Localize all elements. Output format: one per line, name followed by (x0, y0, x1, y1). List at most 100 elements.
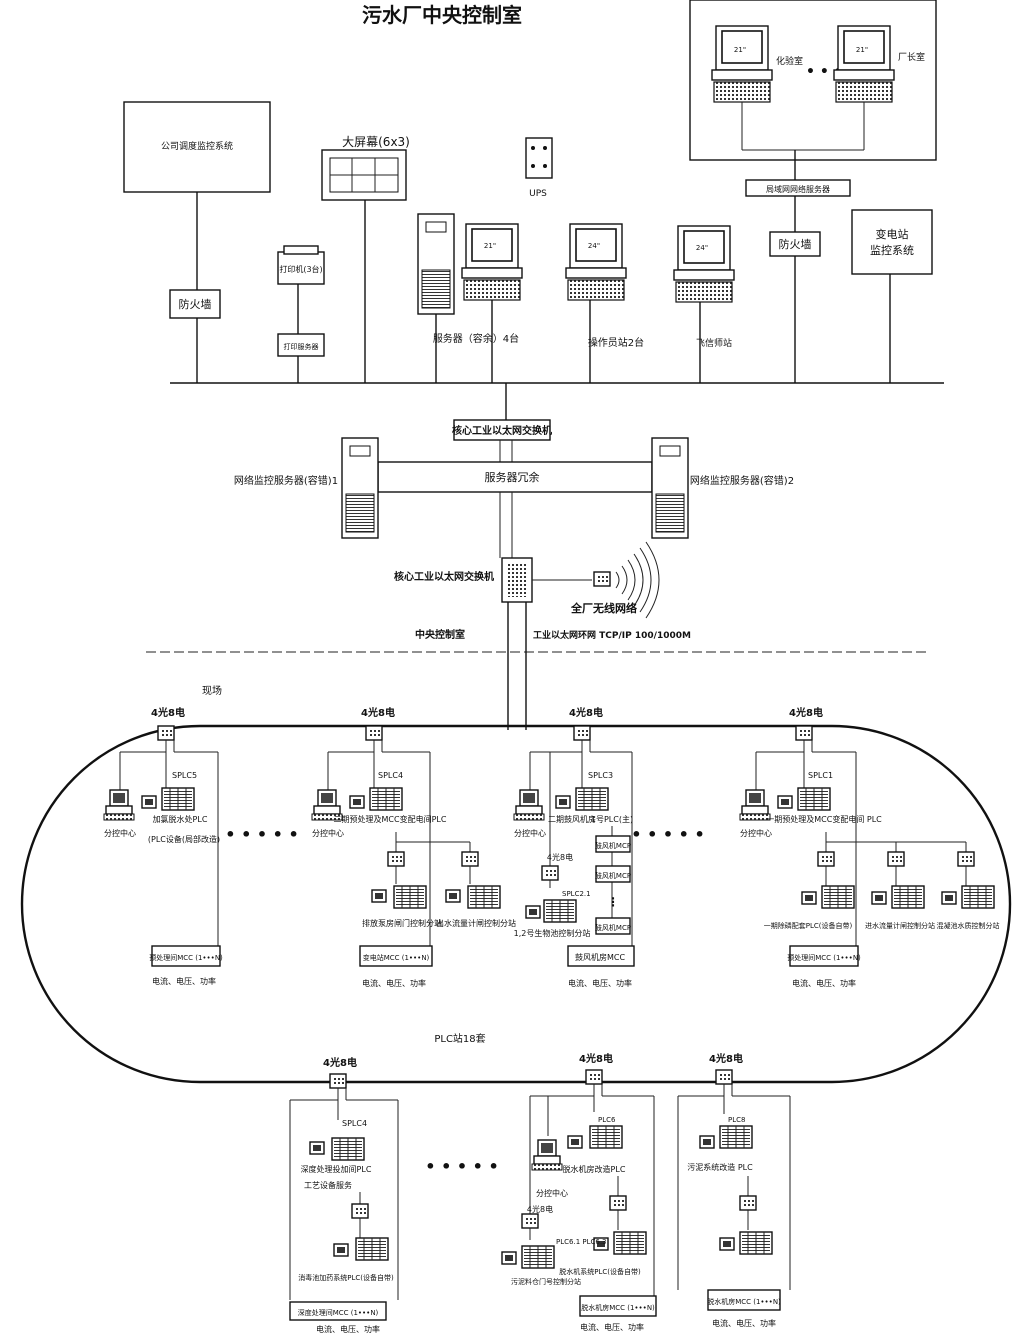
b2-power-label: 电流、电压、功率 (580, 1322, 644, 1332)
lan-server-label: 局域网网络服务器 (766, 184, 830, 194)
s1-mcc-label: 预处理间MCC (1•••N) (787, 953, 861, 962)
substation-label-1: 变电站 (876, 227, 909, 241)
fan-mcp-2-label: 鼓风机MCP (595, 871, 631, 880)
s4-mcc-label: 变电站MCC (1•••N) (363, 953, 430, 962)
ups-unit (525, 137, 553, 179)
s4-sub-1: 排放泵房闸门控制分站 (362, 918, 442, 928)
fiber-label: 4光8电 (151, 706, 185, 719)
fiber-label: 4光8电 (579, 1052, 613, 1065)
station-bottom-1: 4光8电 SPLC4 深度处理投加间PLC 工艺设备服务 消毒池加药系统PLC(… (289, 1056, 399, 1334)
servers-label: 服务器（容余）4台 (433, 332, 519, 345)
s1-power-label: 电流、电压、功率 (792, 978, 856, 988)
ethernet-ring (20, 724, 1012, 1084)
s3-mcc-box (567, 945, 635, 967)
fiber-label: 4光8电 (569, 706, 603, 719)
b3-mcc-label: 脱水机房MCC (1•••N) (707, 1297, 781, 1306)
firewall-left-label: 防火墙 (179, 297, 212, 311)
b2-mcc-box (579, 1295, 657, 1317)
b2-sub: 脱水机系统PLC(设备自带) (559, 1267, 641, 1276)
station-splc5: 4光8电 分控中心 SPLC5 加氯脱水处PLC (PLC设备(局部改造) 预处… (103, 706, 223, 986)
s3-plc2-label: SPLC2.1 (562, 890, 591, 898)
wireless-label: 全厂无线网络 (570, 601, 637, 615)
page-title: 污水厂中央控制室 (362, 3, 522, 27)
ups-label: UPS (529, 189, 547, 199)
b2-desc: 脱水机房改造PLC (563, 1164, 626, 1174)
station-dots: • • • • • (631, 825, 704, 844)
s4-mcc-box (359, 945, 433, 967)
b2-mcc-label: 脱水机房MCC (1•••N) (581, 1303, 655, 1312)
s1-plc-label: SPLC1 (808, 771, 833, 780)
fan-mcp-1-label: 鼓风机MCP (595, 841, 631, 850)
ring-label: PLC站18套 (434, 1032, 485, 1045)
ethernet-label: 工业以太网环网 TCP/IP 100/1000M (533, 629, 691, 641)
b2-plc-label: PLC6 (598, 1116, 616, 1124)
lan-server-box (745, 179, 851, 197)
fiber-label: 4光8电 (709, 1052, 743, 1065)
station-dots: • • • • • (225, 825, 298, 844)
b2-fiber-label: 4光8电 (527, 1204, 553, 1214)
s3-desc-2: 1,2号生物池控制分站 (514, 928, 591, 938)
s3-desc: 二期鼓风机房 (548, 814, 596, 824)
monitor-size-label: 21" (734, 46, 746, 54)
s4-sub-2: 出水流量计闸控制分站 (436, 918, 516, 928)
b1-desc-2: 工艺设备服务 (304, 1180, 352, 1190)
b3-desc: 污泥系统改造 PLC (687, 1162, 753, 1172)
s5-power-label: 电流、电压、功率 (152, 976, 216, 986)
company-system-box (123, 101, 271, 193)
station-splc1: 4光8电 分控中心 SPLC1 一期预处理及MCC变配电间 PLC 一期除磷配套… (739, 706, 1000, 988)
company-system-label: 公司调度监控系统 (161, 140, 233, 152)
substation-box (851, 209, 933, 275)
b3-mcc-box (707, 1289, 781, 1311)
station-splc4: 4光8电 分控中心 SPLC4 二期预处理及MCC变配电间PLC 排放泵房闸门控… (311, 706, 516, 988)
director-office-label: 厂长室 (898, 51, 925, 63)
fan-mcp-3 (595, 917, 631, 935)
s3-fiber-label: 4光8电 (547, 852, 573, 862)
fan-mcp-1 (595, 835, 631, 853)
fan-mcp-2 (595, 865, 631, 883)
s5-mcc-box (151, 945, 221, 967)
s4-plc-label: SPLC4 (378, 771, 403, 780)
monitor-size-label: 21" (484, 242, 496, 250)
s3-mcc-label: 鼓风机房MCC (575, 952, 625, 962)
firewall-left-box (169, 289, 221, 319)
nms1-label: 网络监控服务器(容错)1 (234, 474, 338, 487)
s3-plc-sub: 1号PLC(主) (591, 814, 633, 824)
s5-desc-1: 加氯脱水处PLC (153, 814, 208, 824)
office-area (689, 0, 937, 161)
b2-plc2-label: PLC6.1 PLC6.3 (556, 1238, 607, 1246)
s1-sub-2: 进水流量计闸控制分站 (865, 921, 935, 930)
nms2-label: 网络监控服务器(容错)2 (690, 474, 794, 487)
b1-mcc-label: 深度处理间MCC (1•••N) (298, 1308, 379, 1317)
sub-center-label: 分控中心 (312, 828, 344, 838)
core-switch-top-label: 核心工业以太网交换机 (452, 424, 552, 437)
s1-mcc-box (789, 945, 859, 967)
lab-label: 化验室 (776, 55, 803, 67)
s1-sub-1: 一期除磷配套PLC(设备自带) (764, 921, 853, 930)
sub-center-label: 分控中心 (740, 828, 772, 838)
b3-power-label: 电流、电压、功率 (712, 1318, 776, 1328)
s4-desc: 二期预处理及MCC变配电间PLC (334, 814, 447, 824)
station-bottom-2: 4光8电 分控中心 PLC6 脱水机房改造PLC 脱水机系统PLC(设备自带) … (501, 1052, 657, 1332)
monitor-size-label: 24" (588, 242, 600, 250)
b2-sub-center: 分控中心 (536, 1188, 568, 1198)
core-switch-top (453, 419, 551, 441)
s5-mcc-label: 预处理间MCC (1•••N) (149, 953, 223, 962)
fan-dots: ⋮ (607, 895, 619, 909)
fiber-label: 4光8电 (323, 1056, 357, 1069)
print-server-box (277, 333, 325, 357)
s3-power-label: 电流、电压、功率 (568, 978, 632, 988)
monitor-size-label: 21" (856, 46, 868, 54)
station-dots: • • • • • (425, 1157, 498, 1176)
b1-mcc-box (289, 1301, 387, 1321)
station-splc3: 4光8电 分控中心 SPLC3 二期鼓风机房 1号PLC(主) 鼓风机MCP 鼓… (513, 706, 635, 988)
fly-station-label: 飞信师站 (696, 337, 732, 349)
b2-desc-2: 污泥料仓门号控制分站 (511, 1277, 581, 1286)
server-redundancy-label: 服务器冗余 (485, 470, 540, 484)
s5-desc-2: (PLC设备(局部改造) (148, 834, 220, 844)
s1-desc: 一期预处理及MCC变配电间 PLC (766, 814, 882, 824)
firewall-right-label: 防火墙 (779, 237, 812, 251)
s5-plc-label: SPLC5 (172, 771, 197, 780)
central-room-label: 中央控制室 (415, 628, 465, 641)
wireless-signal-icon (615, 541, 660, 619)
